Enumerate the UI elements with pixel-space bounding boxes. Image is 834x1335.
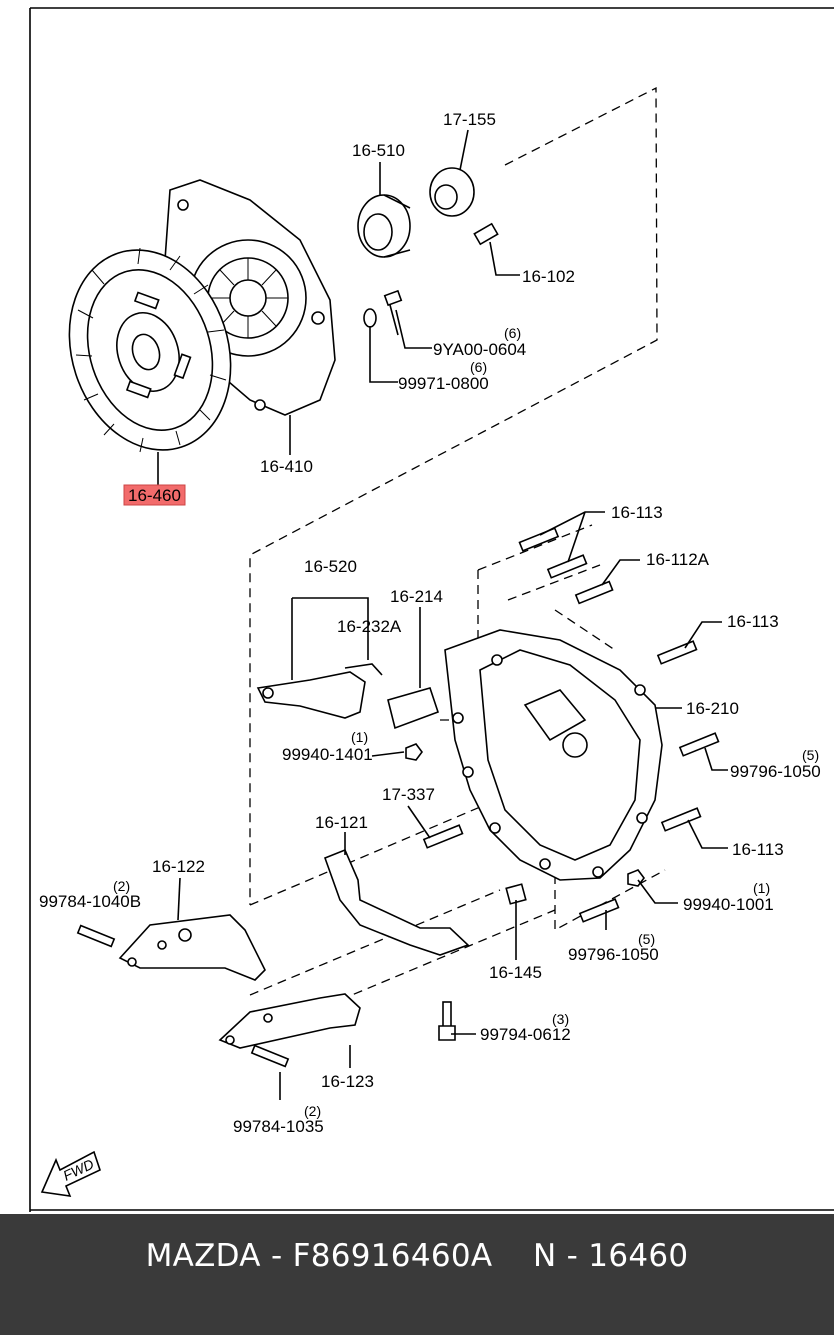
label-16-145: 16-145: [489, 963, 542, 982]
bolt-16-112a[interactable]: [574, 580, 614, 605]
label-16-113-top: 16-113: [611, 503, 663, 522]
bracket-16-122[interactable]: [118, 914, 266, 981]
bolt-16-113-top[interactable]: [518, 527, 588, 579]
label-17-337: 17-337: [382, 785, 435, 804]
label-16-410: 16-410: [260, 457, 313, 476]
release-fork-16-520[interactable]: [256, 671, 366, 719]
boot-16-214[interactable]: [387, 687, 440, 730]
qty-99796-1050-lower: (5): [638, 931, 655, 947]
label-16-112a: 16-112A: [646, 550, 710, 569]
label-99940-1401: 99940-1401: [282, 745, 373, 764]
bolt-99784-1035[interactable]: [250, 1044, 290, 1068]
nut-99940-1401[interactable]: [405, 743, 423, 761]
fwd-arrow-icon: FWD: [40, 1150, 101, 1197]
bolt-9ya00-0604[interactable]: [383, 289, 403, 336]
label-16-460[interactable]: 16-460: [128, 486, 181, 505]
qty-99940-1401: (1): [351, 729, 368, 745]
qty-99784-1035: (2): [304, 1103, 321, 1119]
caption-bar: MAZDA - F86916460A N - 16460: [0, 1214, 834, 1335]
bushing-16-145[interactable]: [505, 883, 527, 905]
bolt-16-113-right[interactable]: [656, 640, 698, 665]
bolt-99784-1040b[interactable]: [76, 924, 116, 948]
exploded-parts-diagram: FWD 17-155 16-510 16-102 (6) 9YA00-0604 …: [29, 7, 834, 1212]
label-16-102: 16-102: [522, 267, 575, 286]
label-99794-0612: 99794-0612: [480, 1025, 571, 1044]
label-9ya00-0604: 9YA00-0604: [433, 340, 526, 359]
label-16-123: 16-123: [321, 1072, 374, 1091]
label-16-113-right: 16-113: [727, 612, 779, 631]
washer-99971-0800[interactable]: [363, 308, 377, 328]
label-99784-1040b: 99784-1040B: [39, 892, 141, 911]
bolt-99796-1050-lower[interactable]: [578, 898, 620, 923]
pilot-bearing-17-155[interactable]: [429, 167, 475, 217]
qty-99796-1050-upper: (5): [802, 747, 819, 763]
highlight-box-16-460: [123, 484, 186, 506]
label-99796-1050-upper: 99796-1050: [730, 762, 821, 781]
label-16-214: 16-214: [390, 587, 443, 606]
label-16-232a: 16-232A: [337, 617, 402, 636]
label-17-155: 17-155: [443, 110, 496, 129]
bracket-16-121[interactable]: [323, 848, 470, 956]
qty-99794-0612: (3): [552, 1011, 569, 1027]
qty-99971-0800: (6): [470, 359, 487, 375]
bolt-99796-1050-upper[interactable]: [678, 732, 720, 757]
label-16-121: 16-121: [315, 813, 368, 832]
label-16-520: 16-520: [304, 557, 357, 576]
label-16-113-lower: 16-113: [732, 840, 784, 859]
bracket-16-123[interactable]: [218, 993, 361, 1049]
clutch-housing-16-210[interactable]: [444, 629, 663, 881]
bolt-16-113-lower[interactable]: [660, 807, 702, 832]
clutch-disc-16-460[interactable]: [44, 229, 255, 471]
release-bearing-16-510[interactable]: [357, 194, 411, 258]
label-99940-1001: 99940-1001: [683, 895, 774, 914]
label-99796-1050-lower: 99796-1050: [568, 945, 659, 964]
caption-text: MAZDA - F86916460A N - 16460: [145, 1238, 689, 1274]
clip-16-232a[interactable]: [344, 663, 383, 676]
qty-99784-1040b: (2): [113, 878, 130, 894]
qty-99940-1001: (1): [753, 880, 770, 896]
label-99784-1035: 99784-1035: [233, 1117, 324, 1136]
bolt-99794-0612[interactable]: [438, 1001, 456, 1041]
bolt-17-337[interactable]: [422, 824, 464, 849]
fitting-16-102[interactable]: [473, 222, 499, 246]
qty-9ya00-0604: (6): [504, 325, 521, 341]
label-16-510: 16-510: [352, 141, 405, 160]
label-16-122: 16-122: [152, 857, 205, 876]
label-99971-0800: 99971-0800: [398, 374, 489, 393]
label-16-210: 16-210: [686, 699, 739, 718]
